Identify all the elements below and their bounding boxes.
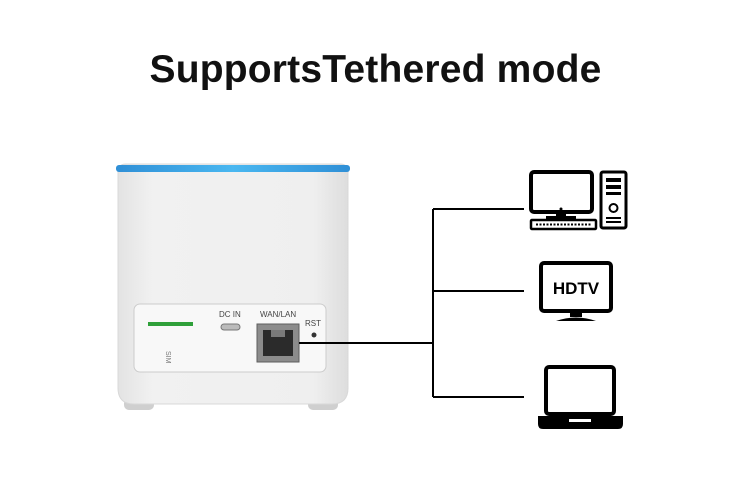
wan-lan-label: WAN/LAN xyxy=(260,310,296,319)
hdtv-icon: HDTV xyxy=(539,261,613,321)
sim-slot xyxy=(148,322,193,326)
rst-hole xyxy=(311,332,317,338)
hdtv-screen-text: HDTV xyxy=(553,279,600,298)
sim-slot-mark: SIM xyxy=(164,351,171,364)
page-title: SupportsTethered mode xyxy=(149,48,602,91)
dc-in-label: DC IN xyxy=(219,310,241,319)
wan-lan-port-tab xyxy=(271,330,285,337)
router-status-led xyxy=(116,165,350,172)
connection-lines xyxy=(299,208,524,398)
desktop-computer-icon xyxy=(529,170,628,231)
rst-label: RST xyxy=(305,319,321,328)
router-device: SIM DC IN WAN/LAN RST xyxy=(116,163,350,410)
laptop-icon xyxy=(538,365,623,429)
dc-in-port xyxy=(220,323,241,331)
